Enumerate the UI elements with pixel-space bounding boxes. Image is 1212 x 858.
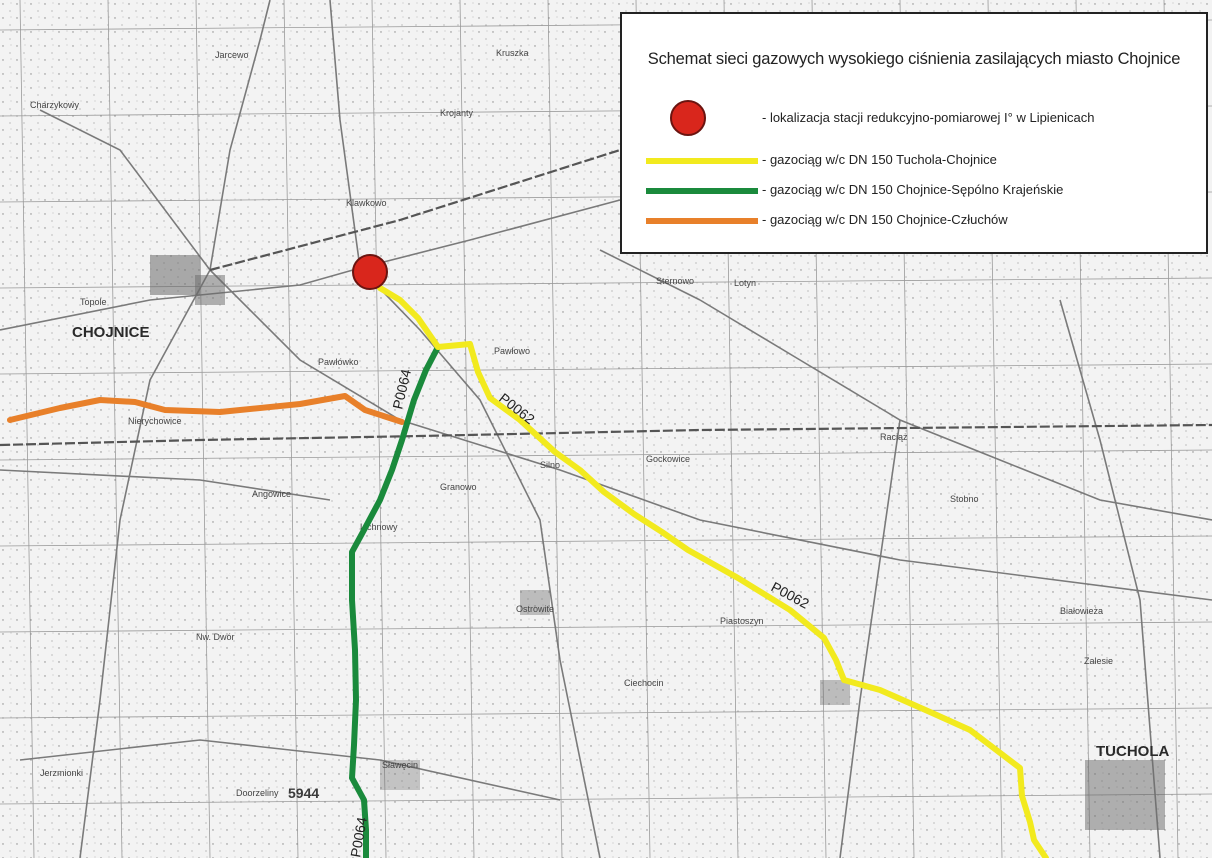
gas-pipelines [7,285,1049,858]
legend-symbol-orange-line [646,218,758,224]
town-label-piastoszyn: Piastoszyn [720,616,764,626]
legend-label-orange: - gazociąg w/c DN 150 Chojnice-Człuchów [762,212,1008,227]
legend-row-yellow: - gazociąg w/c DN 150 Tuchola-Chojnice [622,152,1206,182]
town-label-angowice: Angowice [252,489,291,499]
town-label-topole: Topole [80,297,107,307]
town-label-stobno: Stobno [950,494,979,504]
town-label-raciaz: Raciąż [880,432,908,442]
legend-symbol-yellow-line [646,158,758,164]
town-label-pawlowo: Pawłowo [494,346,530,356]
town-label-slawecin: Sławęcin [382,760,418,770]
town-label-silno: Silno [540,460,560,470]
pipeline-green-chojnice-sepolno [349,344,441,858]
legend-label-yellow: - gazociąg w/c DN 150 Tuchola-Chojnice [762,152,997,167]
legend-row-station: - lokalizacja stacji redukcyjno-pomiarow… [622,100,1206,140]
town-label-nw-dwor: Nw. Dwór [196,632,235,642]
town-label-kruszka: Kruszka [496,48,529,58]
map-legend: Schemat sieci gazowych wysokiego ciśnien… [620,12,1208,254]
town-label-lotyn: Lotyn [734,278,756,288]
route-label-p0064-bottom: P0064 [347,816,370,858]
legend-title: Schemat sieci gazowych wysokiego ciśnien… [647,50,1181,68]
legend-symbol-red-dot [670,100,706,136]
town-label-jerzmionki: Jerzmionki [40,768,83,778]
town-label-ostrowite: Ostrowite [516,604,554,614]
town-label-lichnowy: Lichnowy [360,522,398,532]
town-label-tuchola: TUCHOLA [1096,743,1169,760]
town-label-pawlowko: Pawłówko [318,357,359,367]
town-label-jarcewo: Jarcewo [215,50,249,60]
town-label-zalesie: Zalesie [1084,656,1113,666]
legend-symbol-green-line [646,188,758,194]
town-label-doorzeliny: Doorzeliny [236,788,279,798]
town-label-bialowieza: Białowieża [1060,606,1103,616]
town-label-ciechocin: Ciechocin [624,678,664,688]
legend-label-green: - gazociąg w/c DN 150 Chojnice-Sępólno K… [762,182,1064,197]
town-labels: CHOJNICE TUCHOLA Topole Pawłówko Nierych… [30,48,1169,801]
map-sheet-number: 5944 [288,785,319,801]
town-label-charzykowy: Charzykowy [30,100,80,110]
legend-row-orange: - gazociąg w/c DN 150 Chojnice-Człuchów [622,212,1206,242]
town-label-klawkowo: Klawkowo [346,198,387,208]
town-label-krojanty: Krojanty [440,108,474,118]
town-label-gockowice: Gockowice [646,454,690,464]
town-label-granowo: Granowo [440,482,477,492]
town-label-chojnice: CHOJNICE [72,324,150,341]
station-marker-lipienice [352,254,388,290]
town-label-sternowo: Sternowo [656,276,694,286]
pipeline-orange-chojnice-czluchow [7,393,405,425]
legend-label-station: - lokalizacja stacji redukcyjno-pomiarow… [762,110,1095,125]
town-label-nierychowice: Nierychowice [128,416,182,426]
pipeline-yellow-tuchola-chojnice [377,285,1049,858]
legend-row-green: - gazociąg w/c DN 150 Chojnice-Sępólno K… [622,182,1206,212]
railway-lines [0,148,1212,447]
settlement-areas [150,255,1165,830]
